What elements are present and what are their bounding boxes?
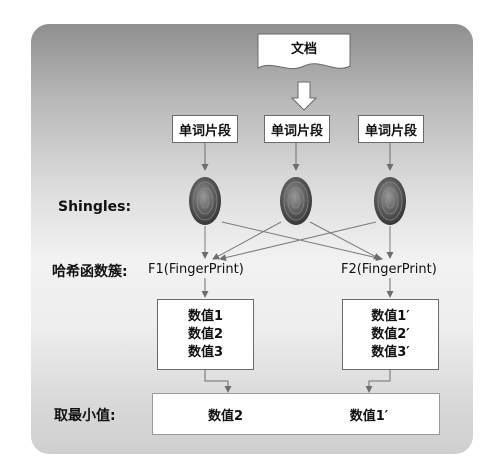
- f2-label: F2(FingerPrint): [341, 262, 437, 277]
- fingerprint-icon: [280, 177, 312, 225]
- document-arrow: [290, 81, 318, 111]
- segment-box-2: 单词片段: [264, 115, 330, 143]
- value-item: 数值1′: [371, 308, 410, 324]
- fingerprint-icon: [374, 177, 406, 225]
- min-value-label: 取最小值:: [54, 408, 116, 424]
- segment-box-1: 单词片段: [172, 115, 238, 143]
- document-shape: [257, 33, 351, 70]
- value-item: 数值3′: [371, 344, 410, 360]
- value-item: 数值2′: [371, 326, 410, 342]
- min-result-bar: 数值2 数值1′: [152, 393, 440, 435]
- fingerprint-icon: [189, 177, 221, 225]
- value-item: 数值2: [187, 326, 224, 342]
- fp1-to-f2-arrow: [221, 221, 383, 262]
- shingles-label: Shingles:: [58, 199, 132, 215]
- result-right: 数值1′: [349, 408, 389, 424]
- document-label: 文档: [290, 42, 317, 57]
- values2-to-result-arrow: [365, 370, 391, 393]
- f1-values-box: 数值1 数值2 数值3: [157, 299, 254, 370]
- fp2-to-f1-arrow: [212, 221, 282, 260]
- value-item: 数值3: [187, 344, 224, 360]
- result-left: 数值2: [207, 408, 244, 424]
- f2-values-box: 数值1′ 数值2′ 数值3′: [342, 299, 439, 370]
- diagram-panel: [31, 24, 473, 454]
- hash-family-label: 哈希函数簇:: [52, 264, 128, 280]
- f1-label: F1(FingerPrint): [148, 262, 244, 277]
- values1-to-result-arrow: [204, 370, 232, 393]
- value-item: 数值1: [187, 308, 224, 324]
- fp2-to-f2-arrow: [309, 221, 381, 260]
- segment-box-3: 单词片段: [358, 115, 424, 143]
- fp3-to-f1-arrow: [219, 221, 377, 262]
